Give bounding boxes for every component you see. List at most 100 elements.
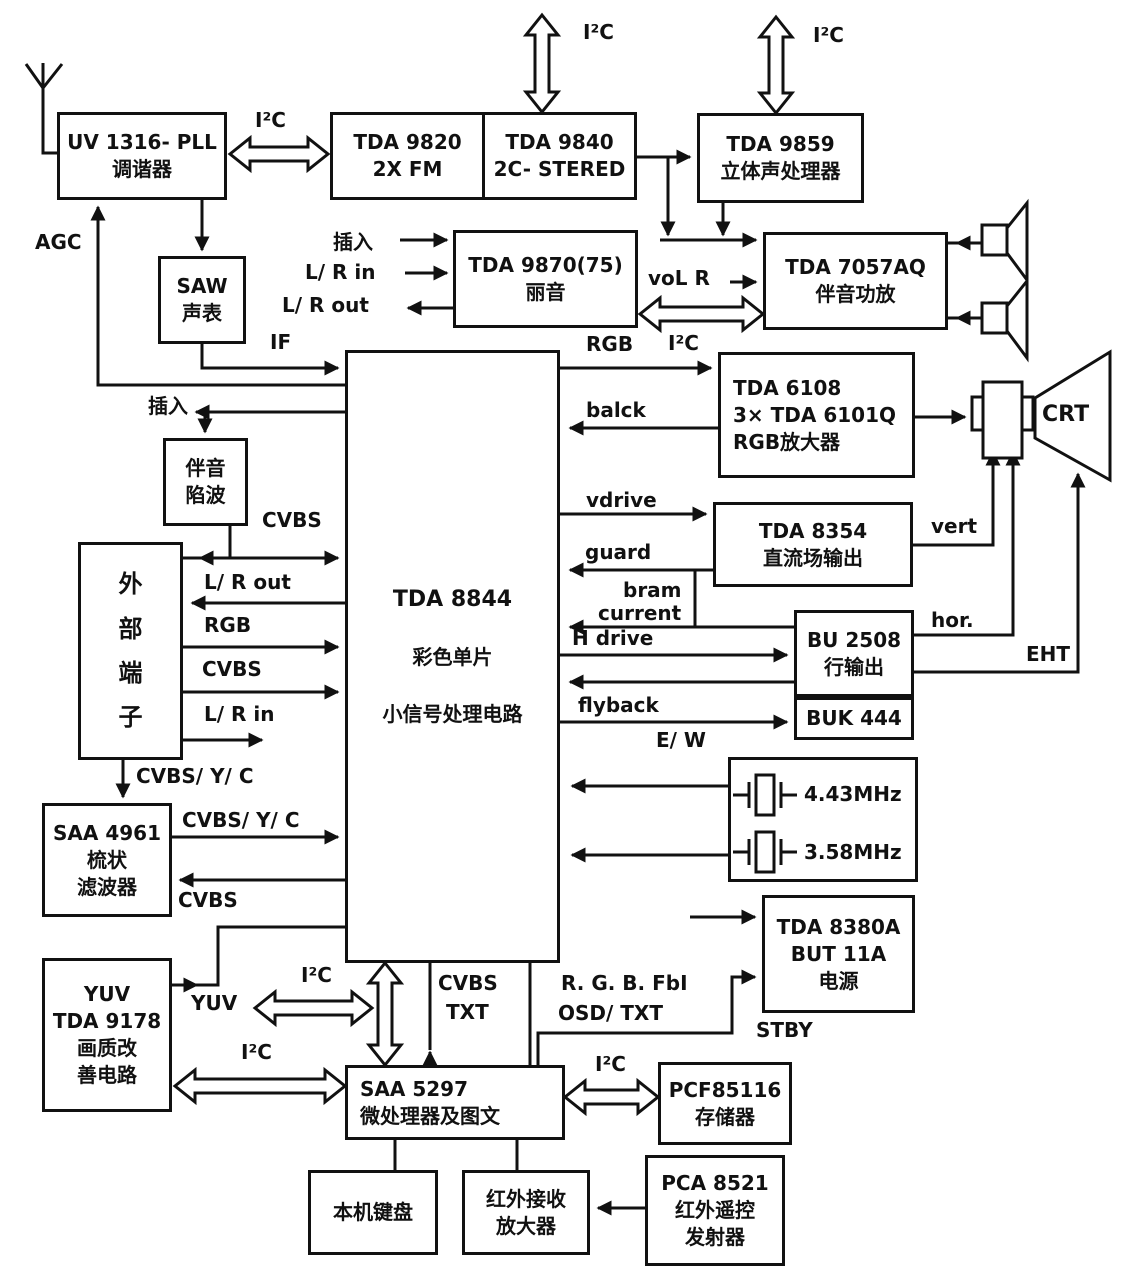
label-i2c-mcu-left: I²C xyxy=(241,1040,272,1064)
label-vert: vert xyxy=(931,514,978,538)
label-vdrive: vdrive xyxy=(586,488,657,512)
label-agc: AGC xyxy=(35,230,82,254)
i2c-bus-arrow xyxy=(756,14,796,116)
signal-wires xyxy=(24,63,1086,1216)
label-i2c-tuner: I²C xyxy=(255,108,286,132)
block-tuner: UV 1316- PLL 调谐器 xyxy=(57,112,227,200)
label-lr-in-nicam: L/ R in xyxy=(305,260,376,284)
label-vol-r: voL R xyxy=(648,266,710,290)
label-lr-out-nicam: L/ R out xyxy=(282,293,369,317)
block-stereo-processor: TDA 9859 立体声处理器 xyxy=(697,113,864,203)
label-rgb-fbi: R. G. B. FbI xyxy=(561,971,688,995)
crystals-icons xyxy=(733,773,797,874)
block-comb-filter-role1: 梳状 xyxy=(87,847,127,872)
label-lr-out-ext: L/ R out xyxy=(204,570,291,594)
label-insert-nicam: 插入 xyxy=(333,230,373,254)
block-stereo-processor-role: 立体声处理器 xyxy=(720,159,841,183)
label-rgb-ext: RGB xyxy=(204,613,252,637)
label-cvbs-txt-1: CVBS xyxy=(438,971,498,995)
i2c-bus-arrow xyxy=(172,1066,348,1106)
label-i2c-eeprom: I²C xyxy=(595,1052,626,1076)
block-picture-improve-line1: YUV xyxy=(83,982,131,1006)
label-eht: EHT xyxy=(1026,642,1071,666)
label-osd-txt: OSD/ TXT xyxy=(558,1001,663,1025)
block-main-ic-part: TDA 8844 xyxy=(392,586,513,612)
block-nicam-part: TDA 9870(75) xyxy=(468,253,623,277)
label-cvbs-trap: CVBS xyxy=(262,508,322,532)
block-rgb-amp-part2: 3× TDA 6101Q xyxy=(733,402,896,427)
i2c-bus-arrow xyxy=(522,12,562,115)
block-eeprom: PCF85116 存储器 xyxy=(658,1062,792,1145)
block-power-part1: TDA 8380A xyxy=(776,914,901,939)
antenna-icon xyxy=(24,63,64,155)
block-stereo-decoder-role: 2C- STERED xyxy=(493,157,626,181)
block-ir-remote-part: PCA 8521 xyxy=(661,1171,769,1195)
block-ext-terminals-char: 外 xyxy=(118,570,143,599)
crystal-icon xyxy=(733,773,797,817)
block-rgb-amp-role: RGB放大器 xyxy=(733,429,841,454)
block-rgb-amp: TDA 6108 3× TDA 6101Q RGB放大器 xyxy=(718,352,915,478)
block-ir-receiver-role1: 红外接收 xyxy=(486,1186,566,1211)
label-beam-1: bram xyxy=(623,578,682,602)
label-lr-in-ext: L/ R in xyxy=(204,702,275,726)
block-main-ic-role1: 彩色单片 xyxy=(412,645,493,670)
block-ext-terminals-char: 子 xyxy=(118,703,143,732)
block-audio-amp-part: TDA 7057AQ xyxy=(785,255,926,279)
block-field-output-role: 直流场输出 xyxy=(763,545,863,570)
label-beam-2: current xyxy=(598,601,682,625)
label-crt: CRT xyxy=(1042,402,1090,427)
speaker-icon xyxy=(980,276,1029,363)
block-comb-filter-part: SAA 4961 xyxy=(53,820,161,845)
i2c-bus-arrow xyxy=(227,134,331,174)
block-ext-terminals-char: 部 xyxy=(118,614,143,643)
speakers xyxy=(980,198,1029,363)
label-cvbs-ext: CVBS xyxy=(202,657,262,681)
block-comb-filter: SAA 4961 梳状 滤波器 xyxy=(42,803,172,917)
block-eeprom-role: 存储器 xyxy=(695,1104,755,1129)
label-cvbs-yc-1: CVBS/ Y/ C xyxy=(136,764,254,788)
label-freq-443: 4.43MHz xyxy=(804,782,902,806)
block-ext-terminals: 外 部 端 子 xyxy=(78,542,183,760)
block-tuner-role: 调谐器 xyxy=(112,157,172,181)
block-ext-terminals-char: 端 xyxy=(118,659,143,687)
block-fm-demod-role: 2X FM xyxy=(372,157,443,181)
label-stby: STBY xyxy=(756,1018,813,1042)
label-insert-left: 插入 xyxy=(148,394,188,418)
label-hor: hor. xyxy=(931,608,974,632)
block-fm-demod: TDA 9820 2X FM xyxy=(333,115,482,197)
block-main-ic-role2: 小信号处理电路 xyxy=(382,702,523,727)
block-audio-amp-role: 伴音功放 xyxy=(815,282,896,306)
label-cvbs-txt-2: TXT xyxy=(446,1000,489,1024)
label-yuv: YUV xyxy=(191,991,238,1015)
block-ir-remote-role2: 发射器 xyxy=(685,1225,745,1249)
block-picture-improve-part: TDA 9178 xyxy=(52,1009,162,1033)
block-keyboard: 本机键盘 xyxy=(308,1170,438,1255)
label-i2c-yuv: I²C xyxy=(301,963,332,987)
block-saw-filter: SAW 声表 xyxy=(158,256,246,344)
block-fm-demod-part: TDA 9820 xyxy=(353,130,462,154)
block-picture-improve-role2: 善电路 xyxy=(77,1063,137,1087)
i2c-bus-arrow xyxy=(562,1077,661,1117)
block-audio-amp: TDA 7057AQ 伴音功放 xyxy=(763,232,948,330)
label-guard: guard xyxy=(585,540,652,564)
crystal-icon xyxy=(733,830,797,874)
block-saw-part: SAW xyxy=(176,274,228,298)
label-hdrive: H drive xyxy=(572,626,654,650)
block-field-output: TDA 8354 直流场输出 xyxy=(713,502,913,587)
i2c-bus-arrow xyxy=(365,960,405,1068)
block-saw-role: 声表 xyxy=(182,301,222,325)
block-picture-improve: YUV TDA 9178 画质改 善电路 xyxy=(42,958,172,1112)
block-picture-improve-role1: 画质改 xyxy=(77,1036,137,1060)
block-comb-filter-role2: 滤波器 xyxy=(77,874,137,899)
block-ir-receiver: 红外接收 放大器 xyxy=(462,1170,590,1255)
block-stereo-decoder: TDA 9840 2C- STERED xyxy=(482,115,634,197)
block-ir-remote: PCA 8521 红外遥控 发射器 xyxy=(645,1155,785,1266)
speaker-icon xyxy=(980,198,1029,285)
block-tuner-part: UV 1316- PLL xyxy=(67,130,217,154)
block-eeprom-part: PCF85116 xyxy=(668,1077,782,1102)
block-sound-trap: 伴音 陷波 xyxy=(163,438,248,526)
i2c-bus-arrow xyxy=(252,988,375,1028)
label-ew: E/ W xyxy=(656,728,706,752)
block-ir-remote-role1: 红外遥控 xyxy=(675,1198,755,1222)
label-i2c-top-right: I²C xyxy=(813,23,844,47)
